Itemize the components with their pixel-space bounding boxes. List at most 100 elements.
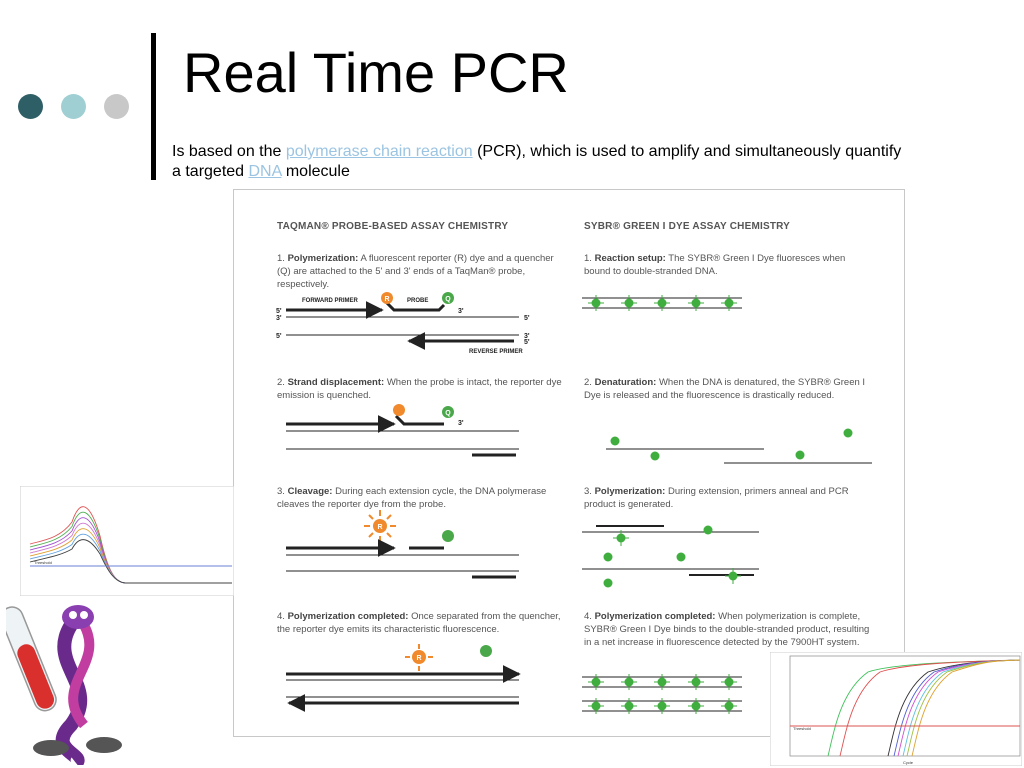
- mascot-shoe-right: [86, 737, 122, 753]
- step-bold: Polymerization:: [594, 486, 666, 497]
- melt-curve: [29, 539, 232, 584]
- sybr-dye-free: [703, 525, 713, 535]
- taqman-diagram-1: FORWARD PRIMER PROBE R Q REVERSE PRIMER …: [276, 292, 530, 355]
- quencher-dye: [442, 292, 454, 304]
- taqman-step-1: 1. Polymerization: A fluorescent reporte…: [277, 252, 567, 291]
- sybr-dye-bound: [657, 701, 667, 711]
- taqman-column: TAQMAN® PROBE-BASED ASSAY CHEMISTRY: [277, 220, 508, 233]
- reporter-dye: [373, 519, 387, 533]
- five-prime-label: 5': [276, 333, 282, 340]
- melt-curve-chart: Threshold: [20, 486, 234, 596]
- sybr-step-2: 2. Denaturation: When the DNA is denatur…: [584, 376, 874, 402]
- reporter-letter: R: [384, 296, 389, 303]
- mascot-head: [62, 605, 94, 629]
- amplification-curve: [839, 659, 1021, 757]
- title-divider: [151, 33, 156, 180]
- step-num: 3.: [277, 486, 285, 497]
- assay-chemistry-figure: TAQMAN® PROBE-BASED ASSAY CHEMISTRY SYBR…: [233, 189, 905, 737]
- step-bold: Polymerization:: [287, 253, 359, 264]
- step-text: When the probe is intact, the reporter d…: [277, 377, 562, 401]
- sybr-dye-free: [676, 552, 686, 562]
- step-text: Once separated from the quencher, the re…: [277, 611, 561, 635]
- sybr-dye-free: [650, 451, 660, 461]
- step-text: During each extension cycle, the DNA pol…: [277, 486, 547, 510]
- step-text: During extension, primers anneal and PCR…: [584, 486, 849, 510]
- step-text: When the DNA is denatured, the SYBR® Gre…: [584, 377, 866, 401]
- three-prime-label: 3': [458, 308, 464, 315]
- probe-strand: [382, 298, 446, 312]
- sybr-dye-free: [795, 450, 805, 460]
- sybr-dye-bound: [691, 677, 701, 687]
- taqman-diagram-3: R: [286, 510, 519, 579]
- decor-dot-3: [104, 94, 129, 119]
- taqman-heading: TAQMAN® PROBE-BASED ASSAY CHEMISTRY: [277, 221, 509, 232]
- sybr-dye-bound: [728, 571, 738, 581]
- reporter-burst: [364, 510, 396, 542]
- sybr-column: SYBR® GREEN I DYE ASSAY CHEMISTRY: [584, 220, 790, 233]
- step-text: The SYBR® Green I Dye fluoresces when bo…: [584, 253, 846, 277]
- test-tube-icon: [6, 606, 57, 712]
- step-bold: Cleavage:: [287, 486, 333, 497]
- sybr-dye-free: [603, 552, 613, 562]
- sybr-heading: SYBR® GREEN I DYE ASSAY CHEMISTRY: [584, 221, 791, 232]
- step-bold: Polymerization completed:: [287, 611, 409, 622]
- sybr-step-3: 3. Polymerization: During extension, pri…: [584, 485, 874, 511]
- step-text: When polymerization is complete, SYBR® G…: [584, 611, 870, 648]
- link-dna[interactable]: DNA: [248, 163, 282, 180]
- dna-mascot-illustration: [6, 605, 122, 765]
- quencher-letter: Q: [445, 296, 451, 303]
- dna-strand-2: [68, 622, 95, 729]
- link-polymerase-chain-reaction[interactable]: polymerase chain reaction: [285, 143, 473, 160]
- amp-x-axis-label: Cycle: [903, 760, 914, 765]
- sybr-dye-free: [610, 436, 620, 446]
- melt-threshold-label: Threshold: [34, 560, 52, 565]
- step-bold: Reaction setup:: [594, 253, 666, 264]
- slide-body: Is based on the polymerase chain reactio…: [172, 142, 912, 182]
- sybr-dye-bound: [591, 677, 601, 687]
- taqman-step-3: 3. Cleavage: During each extension cycle…: [277, 485, 567, 511]
- step-num: 2.: [277, 377, 285, 388]
- quencher-letter: Q: [445, 410, 451, 417]
- sybr-dye-bound: [691, 298, 701, 308]
- reporter-letter: R: [416, 655, 421, 662]
- slide-title: Real Time PCR: [183, 41, 569, 104]
- sybr-dye-bound: [724, 298, 734, 308]
- sybr-diagrams: [582, 295, 872, 714]
- sybr-dye-bound: [616, 533, 626, 543]
- sybr-dye-bound: [657, 298, 667, 308]
- decor-dot-1: [18, 94, 43, 119]
- amplification-plot: Threshold Cycle: [770, 652, 1022, 766]
- taqman-step-4: 4. Polymerization completed: Once separa…: [277, 610, 567, 636]
- quencher-dye: [442, 406, 454, 418]
- sybr-dye-bound: [591, 701, 601, 711]
- reporter-dye: [381, 292, 393, 304]
- sybr-step-4: 4. Polymerization completed: When polyme…: [584, 610, 874, 649]
- step-num: 4.: [584, 611, 592, 622]
- melt-curves: [29, 506, 232, 584]
- sybr-dye-bound: [624, 677, 634, 687]
- sybr-dye-bound: [624, 701, 634, 711]
- three-prime-label: 3': [276, 315, 282, 322]
- reporter-letter: R: [377, 524, 382, 531]
- body-middle: (PCR), which is used to amplify and simu…: [172, 143, 902, 180]
- step-num: 3.: [584, 486, 592, 497]
- amp-threshold-label: Threshold: [793, 726, 811, 731]
- sybr-dye-bound: [624, 298, 634, 308]
- sybr-dye-bound: [691, 701, 701, 711]
- amplification-curve: [911, 659, 1021, 757]
- sybr-dye-free: [843, 428, 853, 438]
- step-num: 1.: [277, 253, 285, 264]
- taqman-diagram-4: R: [286, 644, 521, 712]
- assay-diagram-svg: FORWARD PRIMER PROBE R Q REVERSE PRIMER …: [276, 292, 872, 714]
- step-bold: Polymerization completed:: [594, 611, 716, 622]
- step-num: 1.: [584, 253, 592, 264]
- sybr-dye-free: [603, 578, 613, 588]
- reporter-dye: [393, 404, 405, 416]
- body-prefix: Is based on the: [172, 143, 286, 160]
- step-num: 4.: [277, 611, 285, 622]
- taqman-diagram-2: Q 3': [286, 404, 519, 457]
- sybr-dye-bound: [724, 677, 734, 687]
- three-prime-label: 3': [524, 333, 530, 340]
- quencher-dye: [480, 645, 492, 657]
- taqman-step-2: 2. Strand displacement: When the probe i…: [277, 376, 567, 402]
